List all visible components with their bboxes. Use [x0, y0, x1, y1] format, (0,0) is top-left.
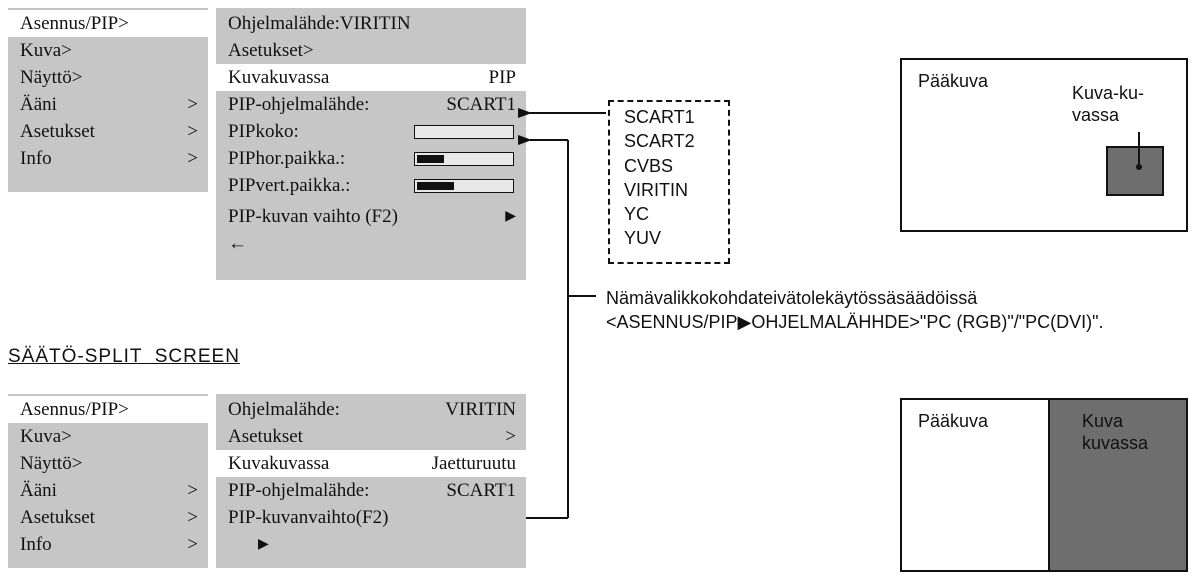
main-menu-item-picture[interactable]: Kuva>	[8, 37, 208, 64]
chevron-right-icon: >	[187, 507, 198, 528]
submenu-pip-swap[interactable]: PIP-kuvan vaihto (F2)▶	[216, 203, 526, 230]
play-arrow-icon: ▶	[258, 536, 269, 552]
main-menu-item-display[interactable]: Näyttö>	[8, 64, 208, 91]
menu-label: Asetukset	[20, 507, 95, 528]
back-arrow-icon: ←	[228, 233, 247, 254]
pip-mode-value: PIP	[488, 67, 516, 88]
pip-label: Kuva kuvassa	[1082, 411, 1149, 453]
chevron-right-icon: >	[187, 121, 198, 142]
split-screen-illustration: Pääkuva Kuva kuvassa	[900, 398, 1188, 572]
main-menu-item-display[interactable]: Näyttö>	[8, 450, 208, 477]
pip-mode-value: Jaetturuutu	[431, 453, 516, 474]
main-menu-item-info[interactable]: Info >	[8, 531, 208, 558]
unavailable-note: Nämävalikkokohdateivätolekäytössäsäädöis…	[606, 288, 1104, 332]
source-option[interactable]: YC	[624, 204, 650, 225]
pip-source-value: SCART1	[446, 94, 516, 115]
pip-label: Kuva-ku- vassa	[1072, 83, 1145, 125]
source-option[interactable]: CVBS	[624, 155, 674, 176]
menu-label: Asennus/PIP>	[20, 399, 129, 420]
main-menu-item-settings[interactable]: Asetukset >	[8, 504, 208, 531]
submenu-settings[interactable]: Asetukset>	[216, 423, 526, 450]
source-option[interactable]: SCART1	[624, 107, 695, 127]
menu-label: Näyttö>	[20, 67, 83, 88]
play-arrow-icon: ▶	[505, 208, 516, 224]
menu-label: Kuva>	[20, 426, 72, 447]
menu-label: Ääni	[20, 480, 57, 501]
top-main-menu: Asennus/PIP> Kuva> Näyttö> Ääni > Asetuks…	[8, 8, 208, 192]
pip-source-value: SCART1	[446, 480, 516, 501]
chevron-right-icon: >	[187, 534, 198, 555]
menu-label: Ääni	[20, 94, 57, 115]
pip-window	[1106, 146, 1164, 196]
menu-label: Näyttö>	[20, 453, 83, 474]
submenu-pip-swap[interactable]: PIP-kuvanvaihto(F2)	[228, 507, 389, 528]
menu-label: Info	[20, 534, 52, 555]
slider-fill	[417, 154, 445, 163]
top-pip-submenu: Ohjelmalähde:VIRITIN Asetukset> Kuvakuva…	[216, 8, 526, 280]
main-picture-label: Pääkuva	[918, 411, 989, 431]
main-menu-item-sound[interactable]: Ääni >	[8, 477, 208, 504]
main-menu-item-installation[interactable]: Asennus/PIP>	[8, 396, 208, 423]
submenu-pip-source[interactable]: PIP-ohjelmalähde:SCART1	[216, 91, 526, 118]
submenu-back[interactable]: ←	[216, 230, 526, 257]
main-picture-label: Pääkuva	[918, 71, 989, 91]
main-menu-item-settings[interactable]: Asetukset >	[8, 118, 208, 145]
submenu-pip-size[interactable]: PIPkoko:	[216, 118, 526, 145]
split-pip-half	[1050, 400, 1186, 570]
pip-size-slider[interactable]	[414, 124, 514, 139]
pip-screen-illustration: Pääkuva Kuva-ku- vassa	[900, 58, 1188, 232]
pip-source-options: SCART1 SCART2 CVBS VIRITIN YC YUV	[608, 100, 730, 264]
source-option[interactable]: VIRITIN	[624, 179, 689, 200]
pip-vpos-slider[interactable]	[414, 178, 514, 193]
source-value: VIRITIN	[445, 399, 516, 420]
chevron-right-icon: >	[187, 148, 198, 169]
submenu-play[interactable]: ▶	[216, 531, 526, 558]
main-menu-item-info[interactable]: Info >	[8, 145, 208, 172]
submenu-source[interactable]: Ohjelmalähde:VIRITIN	[216, 396, 526, 423]
source-option[interactable]: YUV	[624, 228, 662, 249]
menu-label: Kuva>	[20, 40, 72, 61]
menu-label: Asennus/PIP>	[20, 13, 129, 34]
pip-hpos-slider[interactable]	[414, 151, 514, 166]
slider-fill	[417, 181, 455, 190]
bottom-main-menu: Asennus/PIP> Kuva> Näyttö> Ääni > Asetuks…	[8, 394, 208, 568]
submenu-source[interactable]: Ohjelmalähde:VIRITIN	[228, 13, 411, 34]
pip-label-leader	[1138, 132, 1140, 168]
section-title-split-screen: SÄÄTÖ-SPLIT SCREEN	[8, 346, 240, 367]
main-menu-item-picture[interactable]: Kuva>	[8, 423, 208, 450]
submenu-pip-source[interactable]: PIP-ohjelmalähde:SCART1	[216, 477, 526, 504]
menu-label: Info	[20, 148, 52, 169]
menu-label: Asetukset	[20, 121, 95, 142]
chevron-right-icon: >	[187, 94, 198, 115]
main-menu-item-installation[interactable]: Asennus/PIP>	[8, 10, 208, 37]
chevron-right-icon: >	[505, 426, 516, 447]
split-main-half	[902, 400, 1050, 570]
submenu-settings[interactable]: Asetukset>	[228, 40, 314, 61]
bottom-split-submenu: Ohjelmalähde:VIRITIN Asetukset> Kuvakuva…	[216, 394, 526, 568]
source-option[interactable]: SCART2	[624, 131, 695, 152]
submenu-pip-hpos[interactable]: PIPhor.paikka.:	[216, 145, 526, 172]
submenu-pip-vpos[interactable]: PIPvert.paikka.:	[216, 172, 526, 199]
main-menu-item-sound[interactable]: Ääni >	[8, 91, 208, 118]
chevron-right-icon: >	[187, 480, 198, 501]
